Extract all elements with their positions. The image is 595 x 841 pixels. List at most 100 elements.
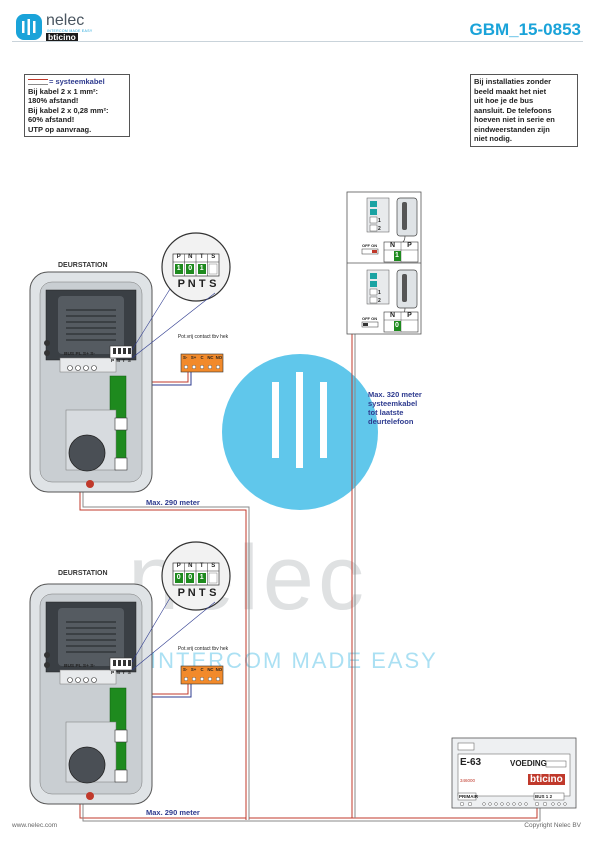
install-note-line: aansluit. De telefoons — [474, 105, 552, 115]
led-icon — [44, 340, 50, 346]
cable-note-line: 180% afstand! — [28, 96, 79, 105]
zoom-pnts-label: P — [177, 587, 185, 599]
phone2-terminals: 1 2 — [378, 289, 381, 305]
pnts-label: P — [111, 359, 115, 364]
pnts-label: S — [127, 359, 131, 364]
ds2-terminal-labels: BUS PL S+ S- — [64, 664, 95, 669]
door-station-1 — [29, 271, 153, 493]
footer-website[interactable]: www.nelec.com — [12, 822, 58, 829]
psu-bus-terminal: 2 — [549, 794, 553, 799]
zoom-header-cell: S — [211, 563, 216, 569]
zoom2-header: P N T S — [173, 563, 219, 569]
contact-module-2 — [180, 665, 224, 685]
zoom-value: 1 — [199, 574, 204, 581]
zoom-header-cell: P — [176, 563, 181, 569]
header-divider — [12, 41, 583, 42]
zoom-pnts-label: P — [177, 278, 185, 290]
ds2-pnts-labels: P N T S — [111, 671, 131, 676]
contact2-label: Pot.vrij contact tbv hek — [177, 646, 229, 652]
contact-terminal-label: C — [200, 667, 204, 672]
zoom-pnts-label: T — [198, 587, 206, 599]
contact-terminal-label: S+ — [190, 667, 197, 672]
led-icon — [44, 350, 50, 356]
cable-note-line: Bij kabel 2 x 1 mm²: — [28, 86, 99, 96]
ds1-pnts-labels: P N T S — [111, 359, 131, 364]
install-note-line: beeld maakt het niet — [474, 86, 547, 96]
phone1-terminals: 1 2 — [378, 217, 381, 233]
contact2-terminals: S- S+ C NC NO — [181, 667, 223, 672]
phone2-np-header: N P — [384, 312, 418, 319]
call-button[interactable] — [68, 434, 106, 472]
partner-logo: bticino — [46, 32, 78, 42]
install-note-line: Bij installaties zonder — [474, 77, 552, 86]
psu-terminals — [460, 802, 567, 807]
zoom-detail-2 — [131, 541, 231, 671]
cable-legend-text: = systeemkabel — [49, 77, 105, 86]
indoor-phone-1 — [361, 197, 419, 263]
cable-note-line: 60% afstand! — [28, 115, 75, 124]
install-note-line: niet nodig. — [474, 134, 512, 143]
phone1-np-value: 1 — [395, 252, 399, 259]
psu-bus-terminal: 1 — [545, 794, 549, 799]
zoom-pnts-label: T — [198, 278, 206, 290]
contact1-terminals: S- S+ C NC NO — [181, 355, 223, 360]
contact-terminal-label: S- — [183, 355, 188, 360]
pnts-label: S — [127, 671, 131, 676]
terminal-label: PL — [75, 352, 82, 357]
zoom-pnts-label: N — [187, 278, 196, 290]
zoom1-header: P N T S — [173, 254, 219, 260]
phone-max-distance: Max. 320 meter systeemkabel tot laatste … — [368, 390, 422, 426]
contact-terminal-label: C — [200, 355, 204, 360]
zoom-header-cell: T — [199, 563, 204, 569]
terminal-label: S+ — [82, 664, 89, 669]
watermark-bar-icon — [296, 372, 303, 468]
zoom-pnts-label: S — [209, 278, 217, 290]
contact-module-1 — [180, 353, 224, 373]
zoom2-pnts: P N T S — [176, 587, 218, 599]
pnts-label: T — [122, 671, 126, 676]
speaker-grille-icon — [66, 621, 116, 653]
zoom-value: 1 — [199, 265, 204, 272]
cable-legend-row: = systeemkabel — [28, 77, 126, 87]
led-icon — [44, 662, 50, 668]
zoom-header-cell: N — [188, 563, 193, 569]
max-distance-line: systeemkabel — [368, 399, 418, 408]
contact-terminal-label: NO — [215, 355, 223, 360]
psu-bus-text: BUS — [535, 794, 545, 799]
contact1-label: Pot.vrij contact tbv hek — [177, 334, 229, 340]
speaker-grille-icon — [66, 309, 116, 341]
indoor-phone-2 — [361, 269, 419, 333]
phone1-np-header: N P — [384, 242, 418, 249]
distance-label-1: Max. 290 meter — [146, 498, 200, 507]
watermark-bar-icon — [272, 382, 279, 458]
call-button[interactable] — [68, 746, 106, 784]
contact-terminal-label: NO — [215, 667, 223, 672]
phone-terminal-label: 1 — [378, 218, 381, 224]
zoom-value: 0 — [188, 265, 193, 272]
pnts-label: P — [111, 671, 115, 676]
terminal-label: S+ — [82, 352, 89, 357]
ds1-terminal-labels: BUS PL S+ S- — [64, 352, 95, 357]
cable-entry-icon — [86, 792, 94, 800]
psu-led-icon — [545, 760, 567, 768]
psu-primary-label: PRIMAIR — [459, 794, 478, 799]
np-header-cell: N — [389, 312, 396, 319]
brand-tagline: INTERCOM MADE EASY — [47, 29, 93, 33]
zoom-value: 1 — [176, 265, 181, 272]
zoom-header-cell: S — [211, 254, 216, 260]
cable-note: = systeemkabel Bij kabel 2 x 1 mm²: 180%… — [24, 74, 130, 137]
zoom-detail-1 — [131, 232, 231, 359]
phone1-switch-label: OFF ON — [362, 243, 378, 248]
psu-bus-label: BUS 1 2 — [535, 794, 552, 799]
install-note-line: eindweerstanden zijn — [474, 124, 550, 134]
psu-label: VOEDING — [510, 759, 547, 768]
terminal-label: S- — [90, 352, 96, 357]
terminal-block — [59, 669, 117, 685]
contact-terminal-label: S+ — [190, 355, 197, 360]
pnts-label: T — [122, 359, 126, 364]
terminal-label: BUS — [64, 352, 75, 357]
np-header-cell: N — [389, 242, 396, 249]
zoom2-values: 0 0 1 — [173, 574, 208, 581]
